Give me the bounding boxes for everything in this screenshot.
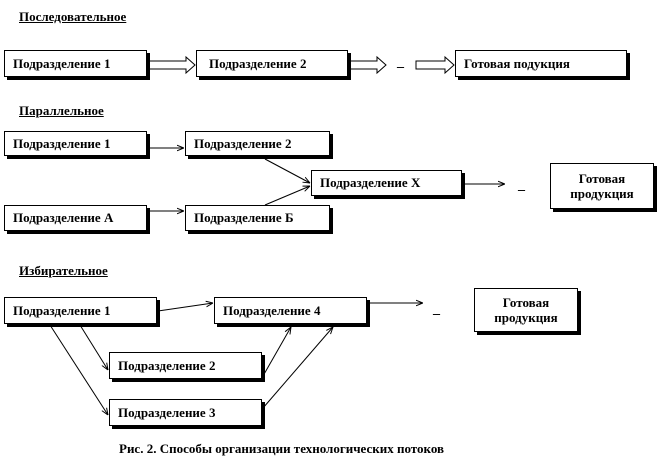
selective-arrow-3-to-4	[262, 327, 333, 409]
parallel-product: Готовая продукция	[550, 163, 654, 209]
selective-arrow-1-to-2	[79, 324, 108, 370]
selective-unit-3: Подразделение 3	[109, 399, 262, 426]
selective-ellipsis: _	[433, 302, 440, 317]
parallel-unit-a: Подразделение А	[4, 205, 147, 231]
sequential-unit-2: Подразделение 2	[196, 50, 348, 77]
parallel-title: Параллельное	[19, 103, 104, 118]
parallel-unit-2: Подразделение 2	[185, 131, 330, 156]
parallel-arrow-2-to-x	[264, 158, 310, 183]
parallel-arrow-b-to-x	[264, 186, 310, 206]
selective-product: Готовая продукция	[474, 288, 578, 332]
parallel-unit-x: Подразделение Х	[311, 170, 462, 196]
sequential-arrow-1	[147, 55, 196, 75]
parallel-ellipsis: _	[518, 178, 525, 193]
sequential-arrow-2	[348, 55, 387, 75]
selective-title: Избирательное	[19, 263, 108, 278]
sequential-title: Последовательное	[19, 9, 127, 24]
selective-arrow-2-to-4	[262, 327, 291, 377]
sequential-unit-1: Подразделение 1	[4, 50, 147, 77]
parallel-unit-1: Подразделение 1	[4, 131, 147, 156]
sequential-product: Готовая подукция	[455, 50, 627, 77]
selective-unit-1: Подразделение 1	[4, 297, 157, 324]
sequential-arrow-3	[415, 55, 455, 75]
figure-caption: Рис. 2. Способы организации технологичес…	[119, 441, 445, 456]
selective-arrow-1-to-3	[49, 324, 108, 415]
selective-unit-2: Подразделение 2	[109, 352, 262, 379]
parallel-unit-b: Подразделение Б	[185, 205, 330, 231]
selective-unit-4: Подразделение 4	[214, 297, 367, 324]
selective-arrow-1-to-4	[157, 303, 213, 312]
sequential-ellipsis: _	[397, 55, 404, 70]
